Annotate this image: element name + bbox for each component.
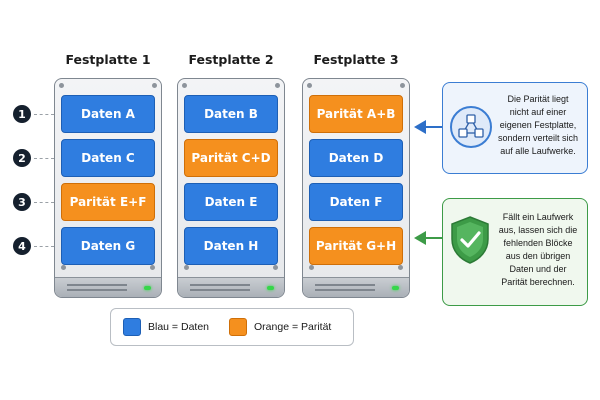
legend-swatch-parity — [229, 318, 248, 336]
block: Daten F — [309, 183, 403, 221]
block: Daten C — [61, 139, 155, 177]
block: Parität G+H — [309, 227, 403, 265]
row-connector — [34, 114, 54, 115]
row-number-2: 2 — [13, 149, 31, 167]
info-box-recovery: Fällt ein Laufwerk aus, lassen sich die … — [442, 198, 588, 306]
block: Daten D — [309, 139, 403, 177]
legend-label-parity: Orange = Parität — [254, 321, 332, 333]
arrow-recovery — [424, 237, 442, 239]
status-led — [267, 286, 274, 290]
block: Daten E — [184, 183, 278, 221]
legend-swatch-data — [123, 318, 141, 336]
row-number-3: 3 — [13, 193, 31, 211]
disk-title: Festplatte 3 — [313, 52, 399, 67]
block: Parität E+F — [61, 183, 155, 221]
screw — [307, 83, 312, 88]
screw — [309, 265, 314, 270]
info-text-distributed: Die Parität liegt nicht auf einer eigene… — [495, 93, 581, 158]
shield-check-icon — [451, 216, 489, 264]
info-line: fehlenden Blöcke — [503, 238, 573, 248]
info-line: Parität berechnen. — [501, 277, 575, 287]
distributed-network-icon — [450, 106, 492, 148]
row-number-4: 4 — [13, 237, 31, 255]
screw — [184, 265, 189, 270]
disk-base — [178, 277, 284, 297]
info-text-recovery: Fällt ein Laufwerk aus, lassen sich die … — [495, 211, 581, 289]
screw — [152, 83, 157, 88]
disk-base — [55, 277, 161, 297]
screw — [398, 265, 403, 270]
status-led — [392, 286, 399, 290]
arrow-head-icon — [414, 120, 426, 134]
legend-label-data: Blau = Daten — [148, 321, 210, 333]
block: Daten G — [61, 227, 155, 265]
arrow-head-icon — [414, 231, 426, 245]
screw — [61, 265, 66, 270]
block: Daten H — [184, 227, 278, 265]
disk-title: Festplatte 1 — [65, 52, 151, 67]
arrow-distributed — [424, 126, 442, 128]
screw — [273, 265, 278, 270]
info-line: aus, lassen sich die — [498, 225, 578, 235]
info-line: Daten und der — [509, 264, 567, 274]
block: Parität C+D — [184, 139, 278, 177]
screw — [400, 83, 405, 88]
disk-base — [303, 277, 409, 297]
row-connector — [34, 246, 54, 247]
block: Daten A — [61, 95, 155, 133]
disk-3: Parität A+B Daten D Daten F Parität G+H — [302, 78, 410, 298]
info-line: nicht auf einer — [509, 107, 567, 117]
info-line: Fällt ein Laufwerk — [502, 212, 574, 222]
disk-1: Daten A Daten C Parität E+F Daten G — [54, 78, 162, 298]
screw — [275, 83, 280, 88]
row-connector — [34, 158, 54, 159]
info-line: aus den übrigen — [505, 251, 571, 261]
status-led — [144, 286, 151, 290]
block: Daten B — [184, 95, 278, 133]
block: Parität A+B — [309, 95, 403, 133]
info-box-distributed: Die Parität liegt nicht auf einer eigene… — [442, 82, 588, 174]
screw — [182, 83, 187, 88]
disk-2: Daten B Parität C+D Daten E Daten H — [177, 78, 285, 298]
info-line: auf alle Laufwerke. — [500, 146, 576, 156]
info-line: eigenen Festplatte, — [499, 120, 577, 130]
disk-title: Festplatte 2 — [188, 52, 274, 67]
row-connector — [34, 202, 54, 203]
screw — [150, 265, 155, 270]
legend: Blau = Daten Orange = Parität — [110, 308, 354, 346]
screw — [59, 83, 64, 88]
row-number-1: 1 — [13, 105, 31, 123]
info-line: Die Parität liegt — [507, 94, 569, 104]
info-line: sondern verteilt sich — [497, 133, 579, 143]
